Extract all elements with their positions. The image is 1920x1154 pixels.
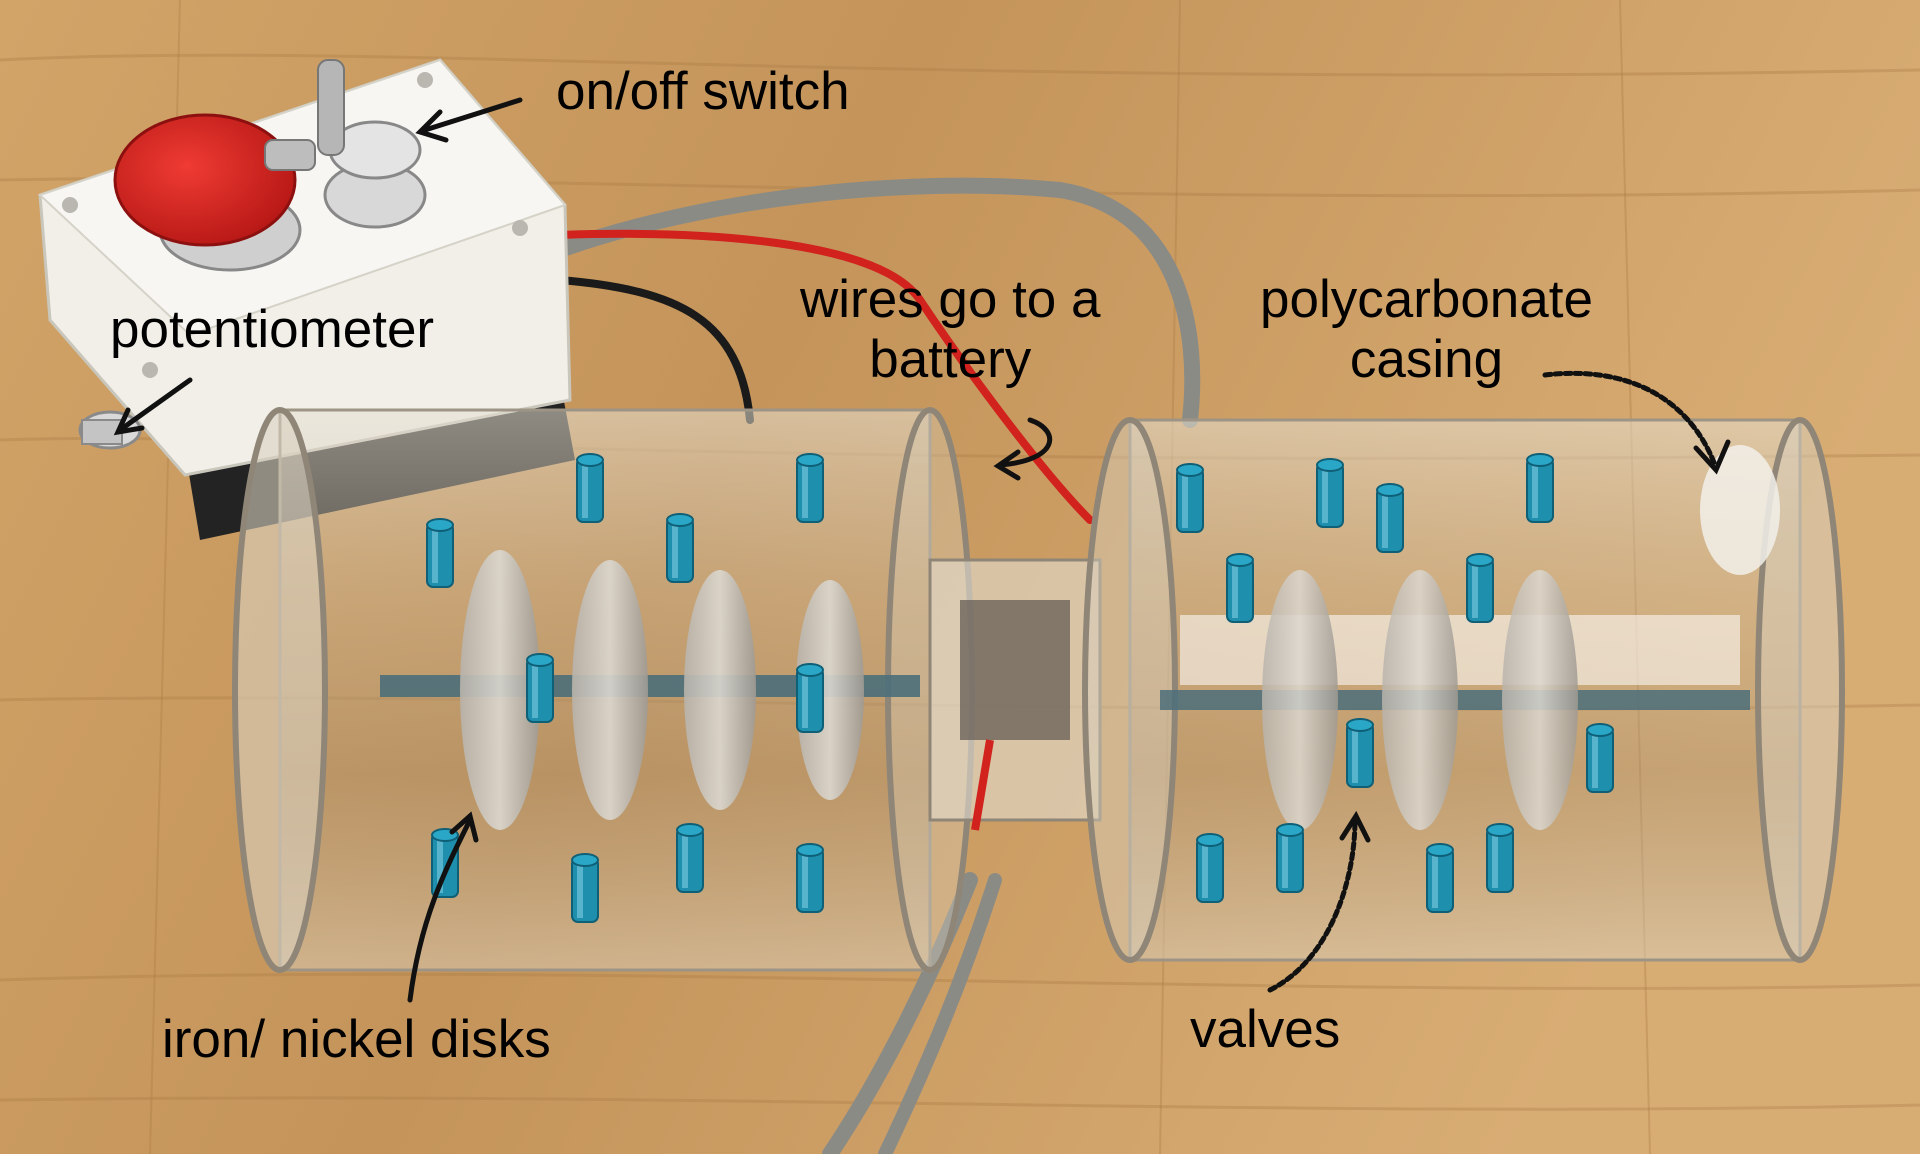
label-wires-line-2: battery <box>869 329 1032 389</box>
label-wires-line-1: wires go to a <box>800 270 1101 329</box>
label-on-off-switch: on/off switch <box>556 62 850 122</box>
label-potentiometer-text: potentiometer <box>110 300 435 359</box>
valve <box>1526 453 1554 523</box>
cables <box>552 177 1201 1154</box>
valve <box>1176 463 1204 533</box>
valve <box>576 453 604 523</box>
valve <box>796 663 824 733</box>
valve <box>1376 483 1404 553</box>
right-disk-2 <box>1382 570 1458 830</box>
left-cylinder <box>232 407 975 973</box>
black-wire <box>556 276 754 424</box>
center-connector <box>928 558 1102 831</box>
label-casing-line-2: casing <box>1349 329 1504 389</box>
arrow-wires <box>997 417 1053 468</box>
arrow-on-off-switch <box>422 97 523 133</box>
label-on-off-switch-text: on/off switch <box>556 62 850 121</box>
casing-sticker <box>1700 445 1780 575</box>
arrow-valves <box>1267 817 1358 993</box>
label-valves-text: valves <box>1190 1000 1341 1059</box>
annotation-arrows <box>113 97 1731 1003</box>
label-disks: iron/ nickel disks <box>162 1010 551 1070</box>
label-valves: valves <box>1190 1000 1340 1060</box>
valve <box>1586 723 1614 793</box>
arrow-casing <box>1542 370 1718 468</box>
stop-button <box>113 113 297 247</box>
right-cylinder <box>1082 417 1845 963</box>
gray-cable <box>552 177 1201 428</box>
label-potentiometer: potentiometer <box>110 300 434 360</box>
valve <box>431 828 459 898</box>
right-disk-3 <box>1502 570 1578 830</box>
valve <box>1276 823 1304 893</box>
valve <box>796 843 824 913</box>
key <box>317 59 345 156</box>
label-disks-text: iron/ nickel disks <box>162 1010 551 1069</box>
valve <box>1346 718 1374 788</box>
label-casing: polycarbonate casing <box>1260 270 1593 390</box>
arrow-disks <box>407 817 473 1003</box>
label-casing-line-1: polycarbonate <box>1260 270 1593 329</box>
gray-cable-bottom-2 <box>878 873 1002 1154</box>
right-disk-1 <box>1262 570 1338 830</box>
left-disk-3 <box>684 570 756 810</box>
valve <box>1466 553 1494 623</box>
red-wire <box>556 229 1094 524</box>
left-disk-1 <box>460 550 540 830</box>
valve <box>1226 553 1254 623</box>
valve <box>676 823 704 893</box>
label-wires: wires go to a battery <box>800 270 1100 390</box>
valve <box>1316 458 1344 528</box>
valve <box>571 853 599 923</box>
left-disk-4 <box>796 580 864 800</box>
valve <box>1196 833 1224 903</box>
valve <box>426 518 454 588</box>
valve <box>666 513 694 583</box>
valve <box>796 453 824 523</box>
valve <box>1486 823 1514 893</box>
valve <box>1426 843 1454 913</box>
arrow-potentiometer <box>117 377 193 433</box>
valve <box>526 653 554 723</box>
left-disk-2 <box>572 560 648 820</box>
